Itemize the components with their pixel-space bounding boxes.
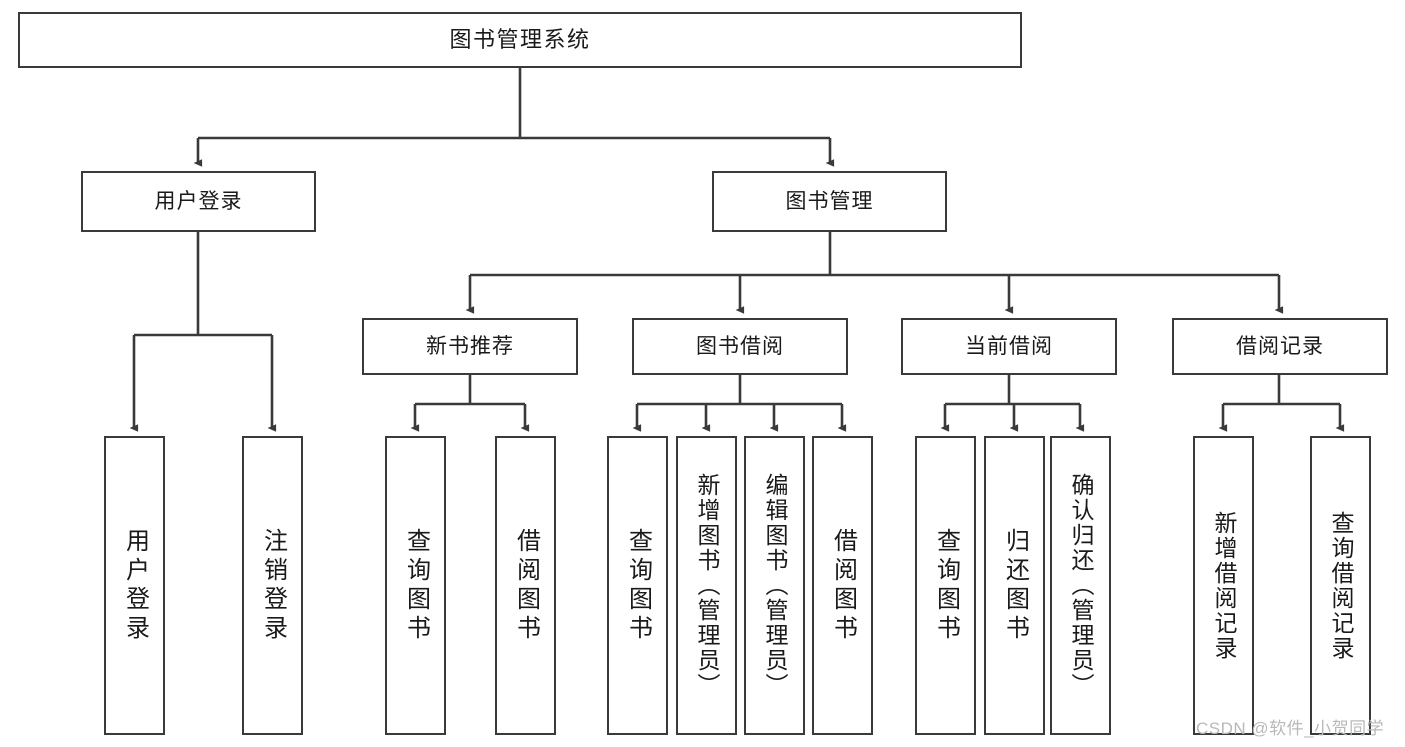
node-label: 查询图书 — [402, 527, 430, 644]
node-new-book-recommend[interactable]: 新书推荐 — [362, 318, 578, 375]
leaf-return-book[interactable]: 归还图书 — [984, 436, 1045, 735]
leaf-borrow-book[interactable]: 借阅图书 — [812, 436, 873, 735]
node-label: 确认归还（管理员） — [1068, 473, 1094, 698]
node-label: 查询图书 — [624, 527, 652, 644]
leaf-confirm-return[interactable]: 确认归还（管理员） — [1050, 436, 1111, 735]
node-label: 编辑图书（管理员） — [762, 473, 788, 698]
leaf-query-book-current[interactable]: 查询图书 — [915, 436, 976, 735]
leaf-query-book-recommend[interactable]: 查询图书 — [385, 436, 446, 735]
node-label: 图书管理系统 — [449, 27, 591, 52]
leaf-query-book-borrow[interactable]: 查询图书 — [607, 436, 668, 735]
node-label: 查询图书 — [932, 527, 960, 644]
node-label: 用户登录 — [154, 190, 243, 213]
node-label: 新增图书（管理员） — [694, 473, 720, 698]
node-label: 图书借阅 — [696, 335, 784, 358]
node-label: 借阅记录 — [1236, 335, 1324, 358]
node-label: 用户登录 — [121, 527, 149, 644]
node-book-manage[interactable]: 图书管理 — [712, 171, 947, 232]
leaf-edit-book[interactable]: 编辑图书（管理员） — [744, 436, 805, 735]
node-label: 借阅图书 — [512, 527, 540, 644]
leaf-query-borrow-record[interactable]: 查询借阅记录 — [1310, 436, 1371, 735]
leaf-add-book[interactable]: 新增图书（管理员） — [676, 436, 737, 735]
leaf-user-login[interactable]: 用户登录 — [104, 436, 165, 735]
node-book-borrow[interactable]: 图书借阅 — [632, 318, 848, 375]
watermark: CSDN @软件_小贺同学 — [1196, 719, 1385, 738]
node-current-borrow[interactable]: 当前借阅 — [901, 318, 1117, 375]
node-label: 借阅图书 — [829, 527, 857, 644]
leaf-add-borrow-record[interactable]: 新增借阅记录 — [1193, 436, 1254, 735]
leaf-logout-login[interactable]: 注销登录 — [242, 436, 303, 735]
node-label: 查询借阅记录 — [1328, 510, 1354, 661]
node-root-book-management-system[interactable]: 图书管理系统 — [18, 12, 1022, 68]
node-label: 当前借阅 — [965, 335, 1053, 358]
node-user-login[interactable]: 用户登录 — [81, 171, 316, 232]
node-label: 注销登录 — [259, 527, 287, 644]
node-label: 归还图书 — [1001, 527, 1029, 644]
node-label: 新增借阅记录 — [1211, 510, 1237, 661]
node-label: 新书推荐 — [426, 335, 514, 358]
node-borrow-record[interactable]: 借阅记录 — [1172, 318, 1388, 375]
leaf-borrow-book-recommend[interactable]: 借阅图书 — [495, 436, 556, 735]
node-label: 图书管理 — [785, 190, 874, 213]
